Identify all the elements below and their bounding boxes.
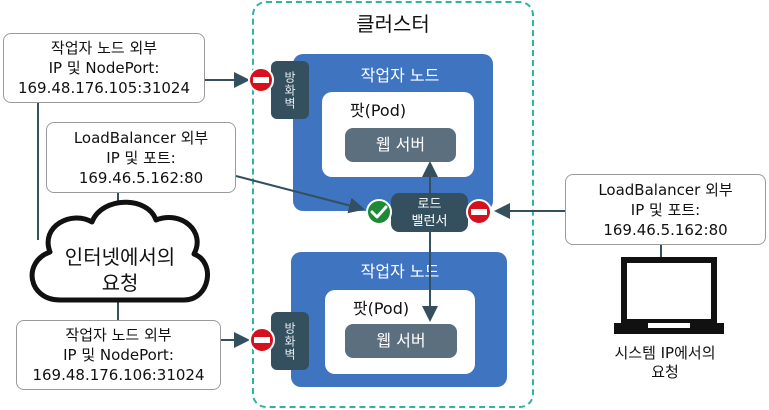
nodeport-top-box: 작업자 노드 외부 IP 및 NodePort: 169.48.176.105:… <box>3 33 205 103</box>
cluster-boundary <box>252 1 534 408</box>
firewall-1: 방화벽 <box>271 61 309 119</box>
system-line-2: 요청 <box>651 363 679 381</box>
nodeport-bottom-line-1: 작업자 노드 외부 <box>65 326 172 344</box>
lb-right-line-2: IP 및 포트: <box>630 200 701 219</box>
internet-line-2: 요청 <box>101 271 139 295</box>
cloud-icon <box>29 199 210 303</box>
cluster-title: 클러스터 <box>356 12 430 36</box>
web-server-2: 웹 서버 <box>345 324 457 358</box>
block-icon <box>466 199 492 225</box>
nodeport-top-line-1: 작업자 노드 외부 <box>50 39 158 57</box>
worker-node-2-title: 작업자 노드 <box>360 262 440 281</box>
nodeport-top-line-2: IP 및 NodePort: <box>48 59 160 77</box>
lb-right-line-3: 169.46.5.162:80 <box>603 220 728 239</box>
load-balancer-label-1: 로드 <box>417 196 442 212</box>
pod-1-title: 팟(Pod) <box>349 101 407 120</box>
load-balancer-label-2: 밸런서 <box>411 213 448 229</box>
internet-line-1: 인터넷에서의 <box>64 245 176 269</box>
block-icon <box>249 327 275 353</box>
nodeport-bottom-line-2: IP 및 NodePort: <box>63 346 174 364</box>
internet-request-label: 인터넷에서의 요청 <box>54 244 186 296</box>
system-line-1: 시스템 IP에서의 <box>614 344 716 362</box>
lb-left-line-2: IP 및 포트: <box>106 148 176 167</box>
web-server-1: 웹 서버 <box>345 128 456 162</box>
laptop-icon <box>614 257 724 334</box>
system-request-label: 시스템 IP에서의 요청 <box>590 344 740 382</box>
nodeport-top-line-3: 169.48.176.105:31024 <box>17 79 191 97</box>
pod-2-title: 팟(Pod) <box>352 299 410 318</box>
lb-left-line-1: LoadBalancer 외부 <box>73 128 209 147</box>
firewall-2: 방화벽 <box>271 312 309 370</box>
lb-left-line-3: 169.46.5.162:80 <box>78 168 204 187</box>
load-balancer: 로드 밸런서 <box>391 193 468 232</box>
block-icon <box>248 67 274 93</box>
lb-left-box: LoadBalancer 외부 IP 및 포트: 169.46.5.162:80 <box>46 122 236 193</box>
lb-right-line-1: LoadBalancer 외부 <box>598 180 733 199</box>
lb-right-box: LoadBalancer 외부 IP 및 포트: 169.46.5.162:80 <box>565 174 766 245</box>
nodeport-bottom-box: 작업자 노드 외부 IP 및 NodePort: 169.48.176.106:… <box>16 320 221 390</box>
worker-node-1-title: 작업자 노드 <box>360 66 440 85</box>
check-icon <box>366 199 392 225</box>
nodeport-bottom-line-3: 169.48.176.106:31024 <box>32 366 205 384</box>
arrow-to-load-balancer <box>235 175 365 214</box>
